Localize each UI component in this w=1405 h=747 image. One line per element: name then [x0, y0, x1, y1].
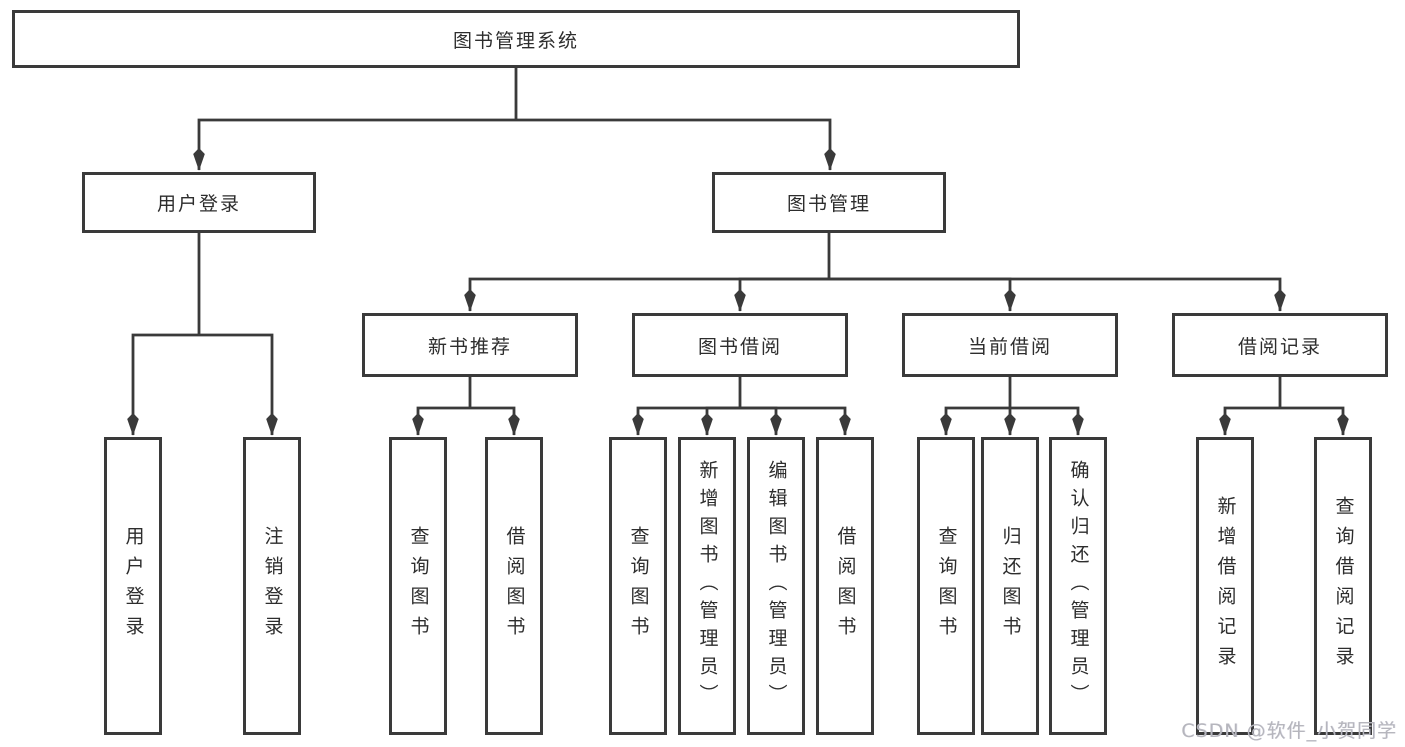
node-book-management: 图书管理: [712, 172, 946, 233]
leaf-current-query-label: 查询图书: [935, 526, 958, 646]
leaf-newbooks-query-label: 查询图书: [407, 526, 430, 646]
node-book-borrow: 图书借阅: [632, 313, 848, 377]
edge-root-book-management: [516, 118, 836, 171]
node-book-borrow-label: 图书借阅: [697, 335, 782, 358]
leaf-newbooks-query: 查询图书: [389, 437, 447, 735]
node-user-login: 用户登录: [82, 172, 316, 233]
edge-book-borrow-2: [701, 406, 740, 436]
watermark: CSDN @软件_小贺同学: [1181, 720, 1397, 742]
edge-new-books-2: [470, 406, 520, 436]
node-root-system-label: 图书管理系统: [452, 29, 579, 52]
leaf-borrow-add-admin: 新增图书（管理员）: [678, 437, 736, 735]
edge-book-borrow-1: [632, 406, 740, 436]
edge-user-login-1: [127, 333, 199, 436]
edge-module-2: [734, 277, 829, 312]
edge-new-books-1: [412, 406, 470, 436]
leaf-records-add: 新增借阅记录: [1196, 437, 1254, 735]
leaf-current-query: 查询图书: [917, 437, 975, 735]
edge-borrow-records-2: [1280, 406, 1349, 436]
node-borrow-records: 借阅记录: [1172, 313, 1388, 377]
leaf-records-add-label: 新增借阅记录: [1214, 496, 1237, 676]
leaf-current-confirm-admin: 确认归还（管理员）: [1049, 437, 1107, 735]
leaf-newbooks-borrow: 借阅图书: [485, 437, 543, 735]
edge-module-1: [464, 277, 829, 312]
leaf-current-return: 归还图书: [981, 437, 1039, 735]
edge-book-borrow-4: [740, 406, 851, 436]
node-current-borrow-label: 当前借阅: [967, 335, 1052, 358]
node-user-login-label: 用户登录: [156, 193, 241, 215]
edge-module-3: [829, 277, 1016, 312]
leaf-borrow-add-admin-label: 新增图书（管理员）: [696, 460, 719, 712]
leaf-borrow-book: 借阅图书: [816, 437, 874, 735]
leaf-logout-label: 注销登录: [261, 526, 284, 646]
node-current-borrow: 当前借阅: [902, 313, 1118, 377]
node-book-management-label: 图书管理: [786, 193, 871, 215]
leaf-records-query-label: 查询借阅记录: [1332, 496, 1355, 676]
edge-book-borrow-3: [740, 406, 782, 436]
edge-root-user-login: [193, 118, 516, 171]
leaf-current-confirm-admin-label: 确认归还（管理员）: [1067, 460, 1090, 712]
leaf-borrow-edit-admin: 编辑图书（管理员）: [747, 437, 805, 735]
leaf-borrow-book-label: 借阅图书: [834, 526, 857, 646]
edge-module-4: [829, 277, 1286, 312]
leaf-borrow-edit-admin-label: 编辑图书（管理员）: [765, 460, 788, 712]
edge-borrow-records-1: [1219, 406, 1280, 436]
leaf-records-query: 查询借阅记录: [1314, 437, 1372, 735]
leaf-current-return-label: 归还图书: [999, 526, 1022, 646]
edge-current-borrow-1: [940, 406, 1010, 436]
edge-user-login-2: [199, 333, 278, 436]
node-new-book-recommend-label: 新书推荐: [427, 335, 512, 358]
node-root-system: 图书管理系统: [12, 10, 1020, 68]
node-borrow-records-label: 借阅记录: [1237, 335, 1322, 358]
edge-current-borrow-3: [1010, 406, 1084, 436]
leaf-newbooks-borrow-label: 借阅图书: [503, 526, 526, 646]
leaf-logout: 注销登录: [243, 437, 301, 735]
leaf-user-login-label: 用户登录: [122, 526, 145, 646]
leaf-user-login: 用户登录: [104, 437, 162, 735]
leaf-borrow-query-label: 查询图书: [627, 526, 650, 646]
node-new-book-recommend: 新书推荐: [362, 313, 578, 377]
leaf-borrow-query: 查询图书: [609, 437, 667, 735]
